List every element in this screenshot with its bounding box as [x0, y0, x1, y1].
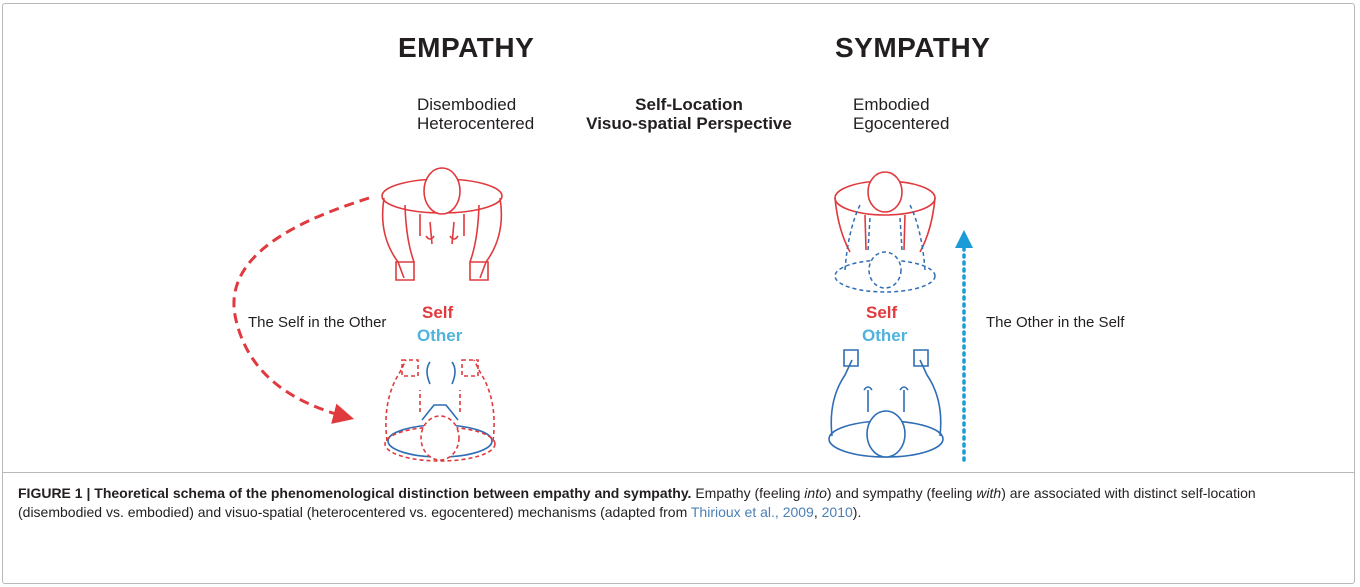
other-in-self-arrowhead	[955, 230, 973, 248]
caption-divider	[2, 472, 1355, 473]
caption-em-into: into	[804, 485, 827, 501]
sympathy-torso	[865, 215, 905, 250]
other-figure-head	[867, 411, 905, 457]
self-in-other-arrow	[234, 198, 369, 418]
caption-label: FIGURE 1 | Theoretical schema of the phe…	[18, 485, 691, 501]
caption-text-5: ).	[853, 504, 862, 520]
overlay-torso	[420, 390, 460, 412]
torso-lines	[420, 214, 464, 244]
citation-link-2010[interactable]: 2010	[822, 504, 853, 520]
other-figure-hands	[844, 350, 928, 366]
overlay-other-head	[869, 252, 901, 288]
figure-caption: FIGURE 1 | Theoretical schema of the phe…	[18, 484, 1343, 521]
citation-link-2009[interactable]: Thirioux et al., 2009	[691, 504, 814, 520]
other-figure-torso	[868, 390, 904, 412]
caption-text-2: ) and sympathy (feeling	[827, 485, 976, 501]
head	[424, 168, 460, 214]
other-figure-feet	[864, 387, 908, 390]
hands	[396, 262, 488, 280]
sympathy-other-figure	[829, 350, 943, 457]
caption-text-1: Empathy (feeling	[691, 485, 804, 501]
caption-text-4: ,	[814, 504, 822, 520]
sympathy-other-overlay	[835, 205, 935, 292]
other-hands	[427, 362, 455, 384]
overlay-head	[421, 416, 459, 460]
empathy-self-figure	[382, 168, 502, 280]
sympathy-head	[868, 172, 902, 212]
overlay-other-torso	[868, 218, 902, 250]
overlay-hands	[402, 360, 478, 376]
caption-em-with: with	[976, 485, 1001, 501]
sympathy-self-figure	[835, 172, 935, 252]
figure-illustration	[0, 0, 1360, 470]
empathy-self-overlay	[385, 360, 495, 461]
